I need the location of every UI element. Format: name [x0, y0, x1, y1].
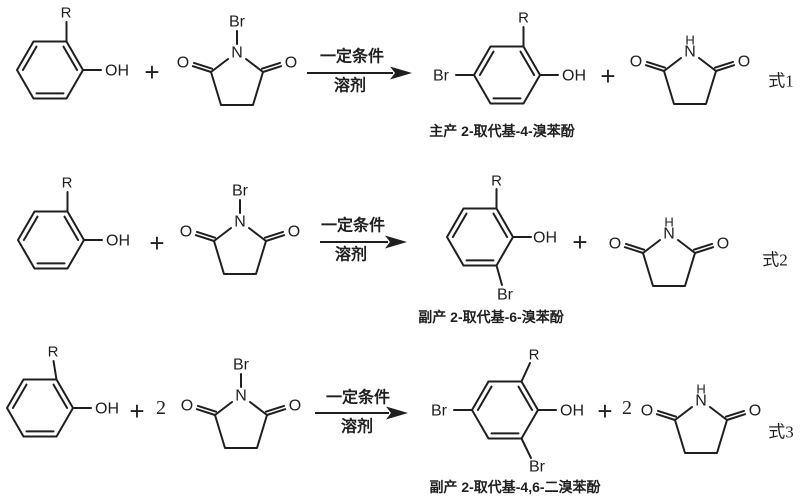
reaction-arrow-3: 一定条件 溶剂 [315, 388, 408, 436]
r-group-label: R [518, 10, 529, 27]
equation-label-1: 式1 [768, 72, 794, 91]
benzene-ring [473, 45, 541, 105]
oxygen-label: O [738, 54, 750, 71]
reactant-phenol-1: R OH [16, 5, 129, 100]
product-caption-3: 副产 2-取代基-4,6-二溴苯酚 [429, 479, 601, 495]
benzene-ring [446, 207, 514, 267]
benzene-ring [17, 210, 85, 270]
nitrogen-label: N [695, 393, 707, 410]
oxygen-label: O [180, 224, 192, 241]
product-dibromophenol-3: R OH Br Br [431, 347, 584, 476]
nitrogen-label: N [235, 388, 247, 405]
oxygen-label: O [285, 55, 297, 72]
oxygen-label: O [609, 236, 621, 253]
br-bond [520, 437, 532, 459]
reaction-arrow-2: 一定条件 溶剂 [320, 216, 407, 264]
reactant-phenol-2: R OH [17, 175, 130, 270]
equation-label-2: 式2 [762, 251, 788, 270]
imide-ring [194, 227, 286, 275]
arrowhead-icon [385, 235, 407, 249]
plus-sign: + [149, 228, 164, 258]
product-bromophenol-2: R OH Br [446, 173, 557, 304]
r-group-label: R [61, 5, 72, 22]
imide-ring [655, 406, 747, 454]
br-bond [495, 264, 503, 286]
benzene-ring [6, 378, 74, 438]
hydroxyl-label: OH [533, 230, 557, 247]
solvent-text: 溶剂 [335, 245, 367, 264]
oxygen-label: O [288, 224, 300, 241]
nitrogen-label: N [663, 226, 675, 243]
nitrogen-label: N [231, 45, 243, 62]
imide-ring [644, 57, 736, 105]
bromine-label: Br [497, 287, 514, 304]
stoichiometry-coefficient: 2 [622, 397, 632, 419]
hydroxyl-label: OH [105, 63, 129, 80]
solvent-text: 溶剂 [341, 417, 373, 436]
plus-sign: + [144, 57, 159, 87]
oxygen-label: O [749, 403, 761, 420]
r-group-label: R [62, 175, 73, 192]
conditions-text: 一定条件 [321, 216, 385, 235]
product-bromophenol-1: R OH Br [433, 10, 586, 105]
hydrogen-label: H [696, 382, 705, 397]
plus-sign: + [129, 396, 144, 426]
bromine-label: Br [431, 403, 448, 420]
reactant-phenol-3: R OH [6, 344, 119, 438]
benzene-ring [471, 380, 539, 440]
r-bond [520, 362, 531, 383]
r-group-label: R [491, 173, 502, 190]
plus-sign: + [597, 396, 612, 426]
nitrogen-label: N [684, 44, 696, 61]
oxygen-label: O [641, 403, 653, 420]
bromine-label: Br [233, 357, 250, 374]
reaction-arrow-1: 一定条件 溶剂 [307, 47, 412, 95]
hydrogen-label: H [664, 215, 673, 230]
plus-sign: + [600, 61, 615, 91]
arrowhead-icon [386, 406, 408, 420]
product-succinimide-3: H N O O [641, 382, 761, 454]
bromine-label: Br [529, 459, 546, 476]
reaction-row-1: R OH + Br N O O 一定条件 溶剂 R OH Br [16, 5, 794, 139]
oxygen-label: O [289, 398, 301, 415]
r-group-label: R [529, 347, 540, 364]
imide-ring [191, 58, 283, 106]
bromine-label: Br [232, 183, 249, 200]
hydroxyl-label: OH [106, 233, 130, 250]
product-succinimide-2: H N O O [609, 215, 729, 287]
oxygen-label: O [717, 236, 729, 253]
hydroxyl-label: OH [562, 68, 586, 85]
r-bond [52, 360, 58, 381]
equation-label-3: 式3 [768, 423, 794, 442]
reaction-row-3: R OH + 2 Br N O O 一定条件 溶剂 R OH Br [6, 344, 794, 495]
conditions-text: 一定条件 [326, 388, 390, 407]
product-succinimide-1: H N O O [630, 33, 750, 105]
product-caption-2: 副产 2-取代基-6-溴苯酚 [418, 309, 564, 325]
bromine-label: Br [433, 68, 450, 85]
reactant-nbs-1: Br N O O [177, 14, 297, 106]
arrowhead-icon [390, 66, 412, 80]
oxygen-label: O [630, 54, 642, 71]
hydrogen-label: H [685, 33, 694, 48]
reactant-nbs-3: Br N O O [181, 357, 301, 449]
imide-ring [195, 401, 287, 449]
reactant-nbs-2: Br N O O [180, 183, 300, 275]
oxygen-label: O [177, 55, 189, 72]
stoichiometry-coefficient: 2 [156, 397, 166, 419]
product-caption-1: 主产 2-取代基-4-溴苯酚 [429, 123, 575, 139]
benzene-ring [16, 40, 84, 100]
bromine-label: Br [229, 14, 246, 31]
reaction-row-2: R OH + Br N O O 一定条件 溶剂 R OH Br [17, 173, 788, 325]
hydroxyl-label: OH [95, 401, 119, 418]
nitrogen-label: N [234, 214, 246, 231]
solvent-text: 溶剂 [334, 76, 366, 95]
oxygen-label: O [181, 398, 193, 415]
imide-ring [623, 239, 715, 287]
plus-sign: + [572, 227, 587, 257]
conditions-text: 一定条件 [320, 47, 384, 66]
hydroxyl-label: OH [560, 403, 584, 420]
r-group-label: R [48, 344, 59, 361]
